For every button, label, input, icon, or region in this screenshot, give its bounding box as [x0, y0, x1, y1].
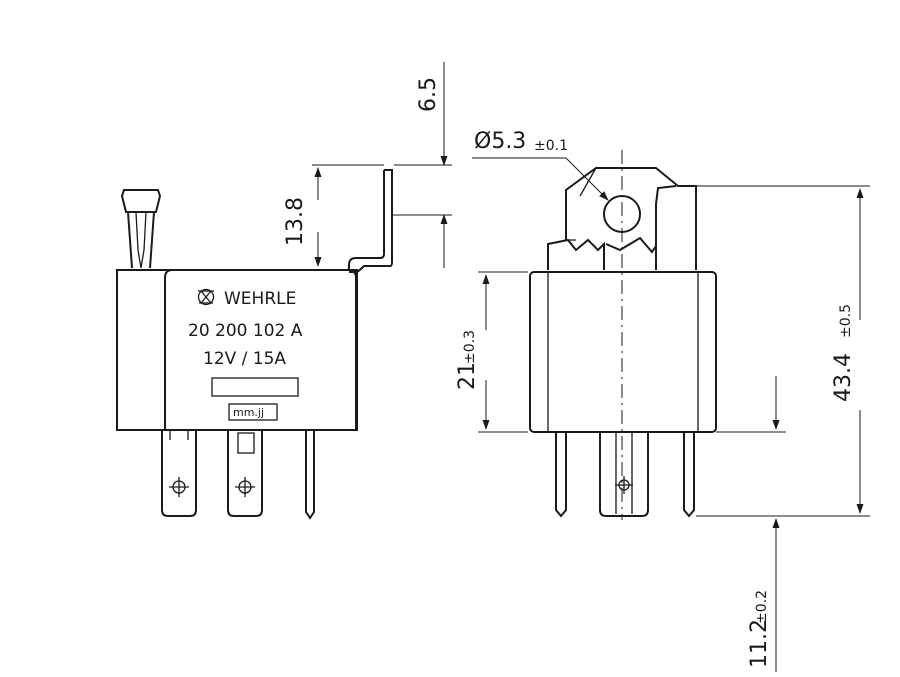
terminal-left	[161, 430, 197, 517]
dimension-bracket-height: 13.8	[283, 164, 384, 267]
crosshair-icon	[615, 476, 633, 494]
dimension-pin-length: 11.2 ±0.2	[716, 376, 786, 672]
svg-text:±0.3: ±0.3	[462, 330, 478, 364]
svg-text:13.8: 13.8	[283, 197, 308, 246]
mounting-clip	[547, 167, 697, 270]
crosshair-icon	[169, 477, 189, 497]
dimension-hole-diameter: Ø5.3 ±0.1	[472, 129, 609, 201]
svg-text:±0.1: ±0.1	[534, 138, 568, 154]
date-code-box	[228, 403, 278, 421]
side-pin-left	[555, 432, 567, 518]
terminal-middle	[227, 430, 263, 517]
dimension-overall-height: 43.4 ±0.5	[696, 185, 870, 517]
svg-text:±0.2: ±0.2	[754, 590, 770, 624]
front-view: WEHRLE 20 200 102 A 12V / 15A mm.jj	[116, 169, 393, 520]
svg-text:±0.5: ±0.5	[838, 304, 854, 338]
side-view	[529, 150, 717, 520]
svg-text:43.4: 43.4	[831, 353, 856, 402]
svg-text:11.2: 11.2	[747, 619, 772, 668]
side-pin-right	[683, 432, 695, 518]
side-body	[529, 271, 717, 433]
dimension-tab-offset: 6.5	[392, 62, 452, 268]
part-number-text: 20 200 102 A	[188, 321, 303, 341]
crosshair-icon	[235, 477, 255, 497]
top-plug	[120, 189, 162, 269]
mounting-bracket	[348, 169, 393, 273]
brand-text: WEHRLE	[224, 289, 296, 309]
wehrle-logo-icon	[197, 288, 215, 306]
svg-text:21: 21	[455, 362, 480, 390]
label-blank-field	[211, 377, 299, 397]
rating-text: 12V / 15A	[203, 349, 286, 369]
terminal-thin	[305, 430, 315, 520]
side-pin-center	[599, 432, 649, 517]
date-code-text: mm.jj	[233, 406, 264, 419]
dimension-body-height: 21 ±0.3	[455, 271, 528, 433]
svg-text:6.5: 6.5	[416, 77, 441, 112]
svg-text:Ø5.3: Ø5.3	[474, 129, 526, 154]
